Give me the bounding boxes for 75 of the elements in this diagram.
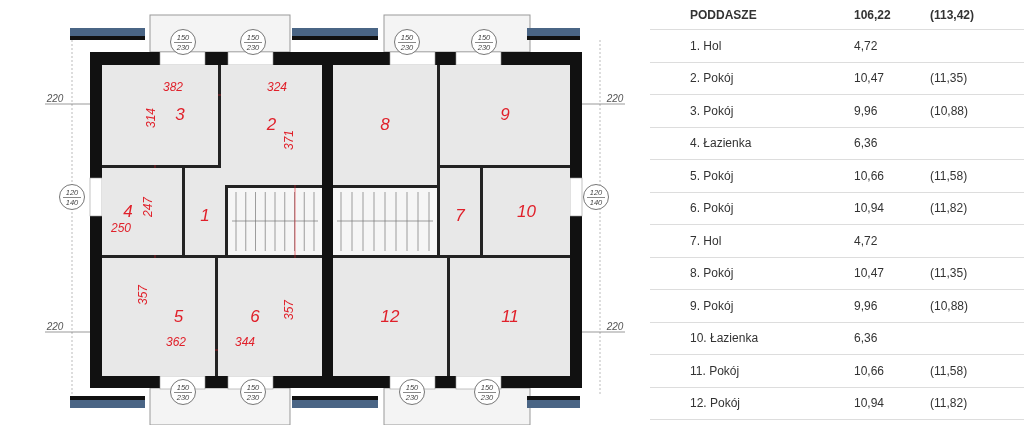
table-cell: (11,82) <box>930 396 968 411</box>
dimension-label: 250 <box>111 221 131 235</box>
table-cell: 10,66 <box>854 363 885 378</box>
table-cell: 10. Łazienka <box>690 331 759 346</box>
room-floor <box>218 258 322 376</box>
table-cell: 9,96 <box>854 103 878 118</box>
table-cell: 2. Pokój <box>690 71 734 86</box>
table-cell: 4. Łazienka <box>690 136 752 151</box>
table-header: 106,22 <box>854 7 891 22</box>
dimension-label: 344 <box>235 335 255 349</box>
table-cell: 10,94 <box>854 201 885 216</box>
room-number: 9 <box>500 105 510 125</box>
table-cell: (11,35) <box>930 266 968 281</box>
room-floor <box>483 168 570 255</box>
table-cell: (11,35) <box>930 71 968 86</box>
table-header: (113,42) <box>930 7 975 22</box>
table-cell: 1. Hol <box>690 38 722 53</box>
table-cell: 7. Hol <box>690 233 722 248</box>
room-floor <box>102 65 218 165</box>
dimension-label: 220 <box>46 92 64 104</box>
table-cell: 11. Pokój <box>690 363 740 378</box>
room-floor <box>440 168 480 255</box>
room-number: 7 <box>455 205 465 226</box>
dimension-label: 247 <box>141 197 155 217</box>
table-cell: 10,94 <box>854 396 885 411</box>
table-cell: 10,47 <box>854 71 885 86</box>
dimension-label: 357 <box>136 285 150 305</box>
room-floor <box>333 65 437 185</box>
room-number: 10 <box>517 201 536 222</box>
room-floor <box>440 65 570 165</box>
dimension-label: 220 <box>46 320 64 332</box>
dimension-label: 382 <box>163 80 183 94</box>
room-number: 1 <box>200 205 210 226</box>
room-number: 12 <box>380 307 400 327</box>
dimension-label: 324 <box>267 80 287 94</box>
table-cell: 3. Pokój <box>690 103 734 118</box>
room-number: 4 <box>123 201 133 222</box>
table-cell: 4,72 <box>854 38 878 53</box>
table-cell: 9. Pokój <box>690 298 734 313</box>
table-cell: (11,58) <box>930 363 968 378</box>
room-floor <box>450 258 570 376</box>
dimension-label: 220 <box>606 320 624 332</box>
room-floor <box>333 258 447 376</box>
dimension-label: 371 <box>282 130 296 150</box>
room-number: 2 <box>266 115 277 135</box>
window-mark <box>583 184 609 210</box>
table-cell: 6. Pokój <box>690 201 734 216</box>
room-number: 3 <box>175 105 185 125</box>
dimension-label: 220 <box>606 92 624 104</box>
table-cell: 10,66 <box>854 168 885 183</box>
dimension-label: 314 <box>144 108 158 128</box>
table-cell: (11,58) <box>930 168 968 183</box>
room-number: 8 <box>380 115 390 135</box>
table-cell: 9,96 <box>854 298 878 313</box>
table-cell: 8. Pokój <box>690 266 734 281</box>
dimension-label: 362 <box>166 335 186 349</box>
dimension-label: 357 <box>282 300 296 320</box>
room-floor <box>185 168 225 255</box>
table-cell: (10,88) <box>930 298 969 313</box>
room-number: 11 <box>501 307 519 327</box>
table-cell: 6,36 <box>854 136 878 151</box>
table-cell: 4,72 <box>854 233 878 248</box>
table-cell: (10,88) <box>930 103 969 118</box>
table-cell: 6,36 <box>854 331 878 346</box>
window-mark <box>59 184 85 210</box>
table-cell: 12. Pokój <box>690 396 741 411</box>
table-header: PODDASZE <box>690 7 757 22</box>
table-cell: 10,47 <box>854 266 885 281</box>
table-cell: 5. Pokój <box>690 168 734 183</box>
room-floor <box>221 65 322 185</box>
room-number: 6 <box>250 307 260 327</box>
room-floor <box>102 258 215 376</box>
room-floor <box>102 168 182 255</box>
table-cell: (11,82) <box>930 201 968 216</box>
room-number: 5 <box>173 307 184 327</box>
